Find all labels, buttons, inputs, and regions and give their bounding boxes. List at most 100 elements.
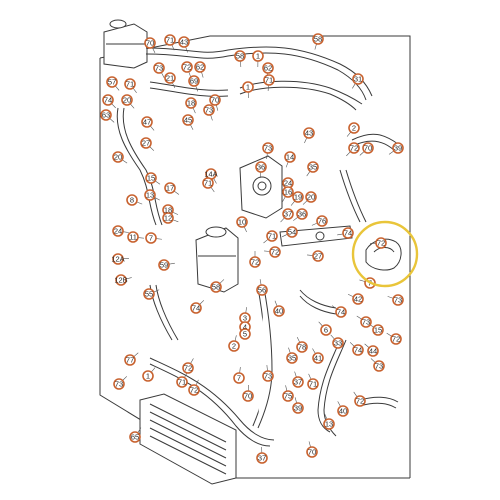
callout-marker	[252, 50, 264, 62]
leader-line	[288, 347, 291, 354]
callout-marker	[242, 390, 254, 402]
callout-number: 70	[244, 392, 252, 401]
callout-number: 58	[212, 283, 220, 292]
callout-marker	[307, 161, 319, 173]
leader-line	[210, 114, 213, 121]
callout-marker	[305, 191, 317, 203]
leader-line	[330, 334, 335, 340]
leader-line	[306, 170, 311, 177]
callout-marker	[256, 284, 268, 296]
leader-line	[331, 305, 338, 310]
callout-number: 40	[275, 307, 283, 316]
callout-marker	[112, 253, 124, 265]
callout-56: 56	[256, 284, 268, 296]
callout-58: 58	[234, 50, 246, 62]
callout-72: 72	[390, 333, 402, 345]
leader-line	[311, 222, 318, 226]
callout-number: 73	[205, 106, 213, 115]
leader-line	[213, 178, 217, 184]
callout-number: 74	[354, 346, 362, 355]
callout-number: 20	[123, 96, 131, 105]
leader-line	[137, 427, 142, 433]
callout-marker	[312, 33, 324, 45]
callout-marker	[209, 94, 221, 106]
callout-number: 12	[164, 214, 172, 223]
callout-marker	[352, 73, 364, 85]
callout-number: 36	[298, 210, 306, 219]
radiator-fins	[149, 403, 227, 475]
callout-71: 71	[263, 74, 275, 86]
callout-35: 35	[286, 352, 298, 364]
callout-15: 15	[145, 172, 157, 184]
leader-line	[386, 332, 392, 337]
callout-41: 41	[312, 352, 324, 364]
callout-marker	[296, 341, 308, 353]
callout-69: 69	[188, 75, 200, 87]
callout-number: 44	[369, 347, 377, 356]
callout-20: 20	[121, 94, 133, 106]
callout-54: 54	[286, 226, 298, 238]
callout-marker	[176, 376, 188, 388]
callout-33: 33	[332, 337, 344, 349]
callout-marker	[312, 352, 324, 364]
leader-line	[387, 296, 394, 299]
callout-73: 73	[153, 62, 165, 74]
callout-number: 35	[309, 163, 317, 172]
leader-line	[243, 226, 247, 233]
callout-number: 18	[187, 99, 195, 108]
callout-marker	[164, 72, 176, 84]
callout-number: 70	[308, 448, 316, 457]
callout-2: 2	[348, 122, 360, 134]
callout-marker	[352, 293, 364, 305]
callout-number: 14A	[204, 170, 217, 179]
leader-line	[285, 161, 289, 168]
callout-number: 35	[288, 354, 296, 363]
callout-marker	[354, 395, 366, 407]
callout-number: 21	[166, 74, 174, 83]
callout-marker	[144, 189, 156, 201]
callout-number: 76	[318, 217, 326, 226]
callout-37: 37	[256, 452, 268, 464]
callout-marker	[145, 232, 157, 244]
leader-line	[281, 233, 288, 238]
callout-number: 16	[284, 188, 292, 197]
callout-number: 73	[375, 362, 383, 371]
callout-number: 39	[294, 404, 302, 413]
leader-line	[304, 137, 308, 144]
callout-6: 6	[320, 324, 332, 336]
callout-number: 36	[257, 163, 265, 172]
callout-marker	[236, 216, 248, 228]
callout-number: 43	[180, 38, 188, 47]
callout-1: 1	[252, 50, 264, 62]
callout-40: 40	[337, 405, 349, 417]
callout-42: 42	[352, 293, 364, 305]
callout-marker	[234, 50, 246, 62]
callout-number: 10	[238, 218, 246, 227]
callout-number: 20	[307, 193, 315, 202]
callout-72: 72	[354, 395, 366, 407]
callout-number: 62	[196, 63, 204, 72]
callout-number: 74	[192, 304, 200, 313]
callout-marker	[303, 127, 315, 139]
callout-number: 37	[284, 210, 292, 219]
callout-marker	[348, 142, 360, 154]
callout-number: 7	[149, 234, 153, 243]
callout-74: 74	[190, 302, 202, 314]
callout-marker	[262, 142, 274, 154]
leader-line	[359, 151, 365, 156]
callout-15: 15	[372, 324, 384, 336]
callout-73: 73	[262, 370, 274, 382]
callout-marker	[352, 344, 364, 356]
callout-marker	[124, 354, 136, 366]
callout-72: 72	[348, 142, 360, 154]
leader-line	[215, 104, 219, 111]
callout-number: 37	[258, 454, 266, 463]
callout-11: 11	[127, 231, 139, 243]
callout-marker	[296, 208, 308, 220]
callout-35: 35	[307, 161, 319, 173]
callout-72: 72	[375, 237, 387, 249]
callout-number: 12B	[114, 276, 127, 285]
callout-72: 72	[181, 61, 193, 73]
callout-marker	[181, 61, 193, 73]
leader-line	[264, 250, 271, 252]
